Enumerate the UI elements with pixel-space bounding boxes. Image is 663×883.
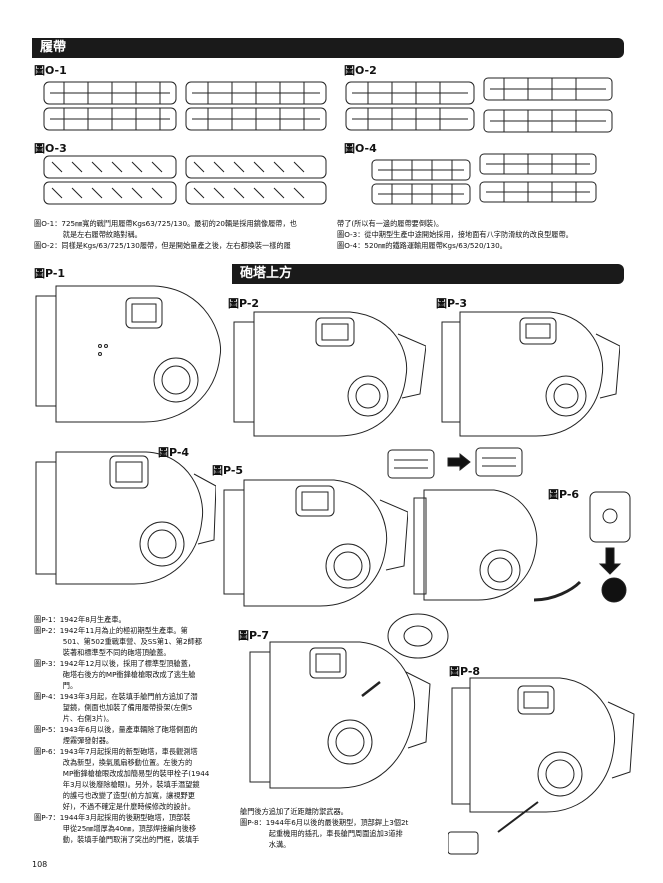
figure-label-p6: 圖P-6 [548,488,580,501]
track-caption-left: 圖O-1：725㎜寬的戰鬥用履帶Kgs63/725/130。最初的20輛是採用鏡… [34,219,297,250]
page-number: 108 [32,860,48,869]
track-illustration-o4 [371,153,597,205]
section-header-turret: 砲塔上方 [232,264,624,284]
turret-illustration-p3 [441,311,620,437]
turret-caption-right: 艙門後方追加了近距離防禦武器。 圖P-8：1944年6月以後的最後期型，頂部銲上… [240,807,409,849]
turret-illustration-p8 [448,677,635,855]
turret-illustration-p2 [233,311,426,437]
track-caption-right: 帶了(所以有一邊的履帶要倒裝)。 圖O-3：從中期型生產中途開始採用，接地面有八… [337,219,573,250]
figure-label-p8: 圖P-8 [449,665,481,678]
section-header-tracks: 履帶 [32,38,624,58]
track-illustration-o1 [43,81,327,131]
turret-illustration-p1 [35,285,222,423]
figure-label-p2: 圖P-2 [228,297,260,310]
track-illustration-o3 [43,155,327,205]
track-illustration-o2 [345,77,613,133]
figure-label-o1: 圖O-1 [34,64,67,77]
figure-label-p1: 圖P-1 [34,267,66,280]
figure-label-o3: 圖O-3 [34,142,67,155]
turret-caption-left: 圖P-1：1942年8月生產車。 圖P-2：1942年11月為止的極初期型生產車… [34,615,210,844]
turret-illustration-p6 [387,447,631,603]
figure-label-p5: 圖P-5 [212,464,244,477]
turret-illustration-p7 [249,613,449,789]
figure-label-p3: 圖P-3 [436,297,468,310]
turret-illustration-p4 [35,451,216,585]
turret-illustration-p5 [223,479,408,607]
figure-label-p7: 圖P-7 [238,629,270,642]
figure-label-o2: 圖O-2 [344,64,377,77]
figure-label-o4: 圖O-4 [344,142,377,155]
